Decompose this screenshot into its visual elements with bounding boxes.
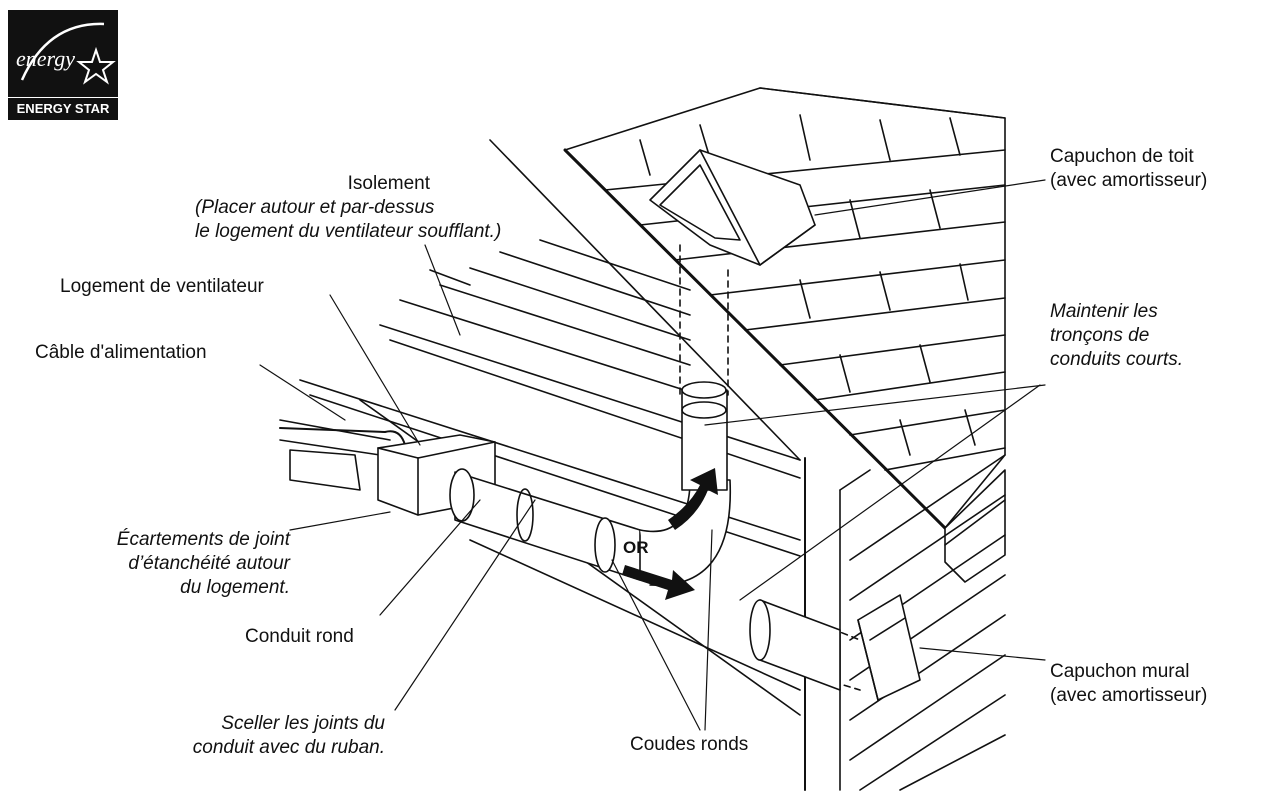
insulation-line-2: (Placer autour et par-dessus bbox=[195, 197, 435, 218]
label-gaps: Écartements de joint d’étanchéité autour… bbox=[40, 528, 290, 600]
leader-lines bbox=[259, 179, 1046, 731]
gaps-line-1: Écartements de joint bbox=[116, 529, 290, 550]
label-round-duct: Conduit rond bbox=[245, 626, 354, 647]
label-or: OR bbox=[623, 538, 649, 557]
arrow-right-icon bbox=[622, 565, 695, 600]
short-ducts-line-3: conduits courts. bbox=[1050, 349, 1184, 370]
seal-joints-line-2: conduit avec du ruban. bbox=[192, 737, 385, 758]
ceiling-joist bbox=[279, 419, 391, 491]
arrow-up-icon bbox=[668, 468, 718, 530]
gaps-line-3: du logement. bbox=[180, 577, 290, 598]
label-power-cable: Câble d'alimentation bbox=[35, 342, 207, 363]
logo-caption: ENERGY STAR bbox=[8, 97, 118, 120]
roof-cap-line-2: (avec amortisseur) bbox=[1050, 170, 1208, 191]
logo-script-word: energy bbox=[16, 46, 76, 71]
insulation-line-1: Isolement bbox=[347, 173, 430, 194]
energy-star-swoosh-icon bbox=[20, 22, 116, 85]
gaps-line-2: d’étanchéité autour bbox=[128, 553, 290, 574]
short-ducts-line-2: tronçons de bbox=[1050, 325, 1150, 346]
short-ducts-line-1: Maintenir les bbox=[1050, 301, 1158, 322]
label-fan-housing: Logement de ventilateur bbox=[60, 276, 264, 297]
insulation-line-3: le logement du ventilateur soufflant.) bbox=[195, 221, 502, 242]
wall-cap-line-2: (avec amortisseur) bbox=[1050, 685, 1208, 706]
energy-star-logo: energy ENERGY STAR bbox=[8, 10, 118, 120]
seal-joints-line-1: Sceller les joints du bbox=[221, 713, 385, 734]
power-cable bbox=[279, 427, 406, 446]
label-elbows: Coudes ronds bbox=[630, 734, 749, 755]
label-roof-cap: Capuchon de toit (avec amortisseur) bbox=[1050, 145, 1207, 193]
label-seal-joints: Sceller les joints du conduit avec du ru… bbox=[120, 712, 385, 760]
label-insulation: Isolement (Placer autour et par-dessus l… bbox=[195, 172, 502, 244]
wall-duct bbox=[749, 599, 841, 691]
roof-shingles bbox=[563, 87, 1006, 583]
roof-cap-line-1: Capuchon de toit bbox=[1050, 146, 1194, 167]
roof-cap-vent bbox=[649, 149, 816, 396]
label-wall-cap: Capuchon mural (avec amortisseur) bbox=[1050, 660, 1207, 708]
wall-cap-line-1: Capuchon mural bbox=[1050, 661, 1190, 682]
round-duct bbox=[449, 468, 732, 586]
label-short-ducts: Maintenir les tronçons de conduits court… bbox=[1050, 300, 1183, 372]
